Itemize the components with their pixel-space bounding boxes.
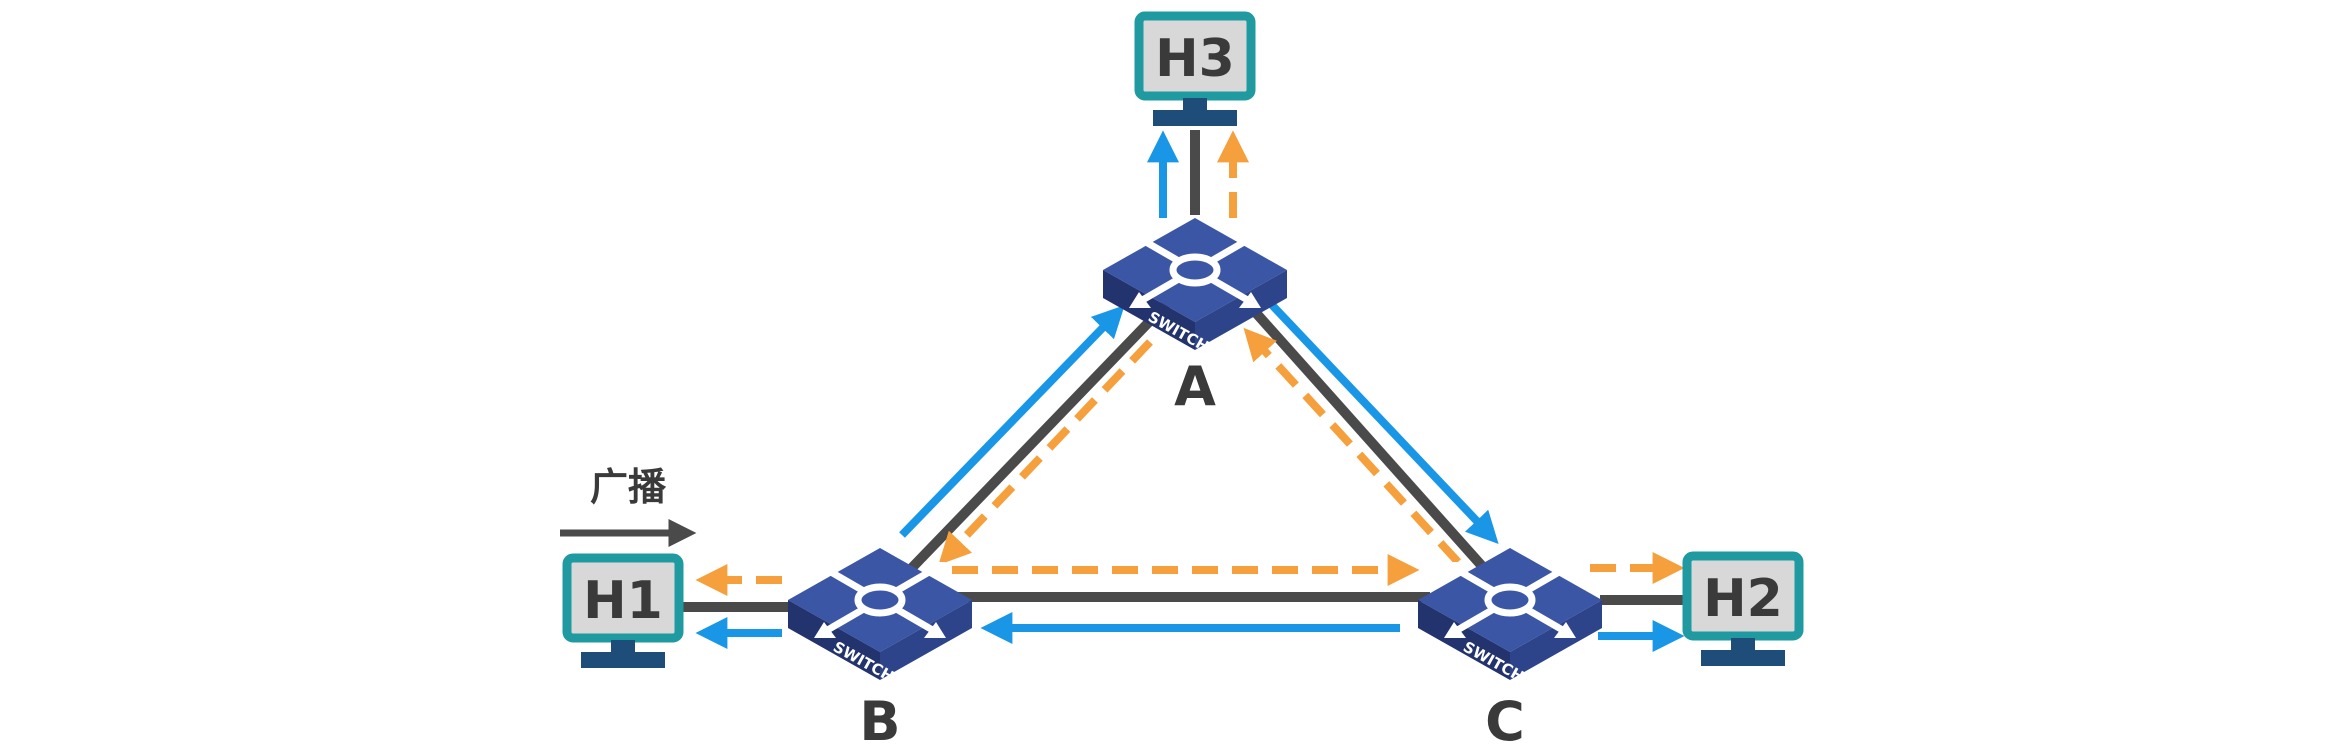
switch-c-label: C: [1485, 690, 1525, 753]
host-h3-label: H3: [1155, 29, 1235, 89]
host-h1[interactable]: H1: [562, 553, 684, 668]
links: [680, 130, 1690, 612]
orange-arrow-c-to-a: [1243, 327, 1461, 565]
broadcast-label: 广播: [590, 465, 667, 509]
switch-b[interactable]: SWITCH: [788, 548, 972, 686]
blue-arrow-b-to-a: [899, 305, 1125, 538]
network-switch-icon: SWITCH: [788, 548, 972, 686]
blue-arrow-a-to-c: [1269, 302, 1499, 544]
host-h2[interactable]: H2: [1682, 551, 1804, 666]
computer-monitor-icon: H1: [562, 553, 684, 668]
host-h2-label: H2: [1703, 569, 1783, 629]
orange-flow-arrows: [695, 130, 1685, 596]
host-h1-label: H1: [583, 571, 663, 631]
host-h3[interactable]: H3: [1134, 11, 1256, 126]
switch-b-label: B: [859, 690, 900, 753]
switch-c[interactable]: SWITCH: [1418, 548, 1602, 686]
orange-arrow-a-to-b: [938, 339, 1153, 565]
link-a-b: [901, 291, 1179, 579]
network-switch-icon: SWITCH: [1418, 548, 1602, 686]
computer-monitor-icon: H2: [1682, 551, 1804, 666]
link-a-c: [1236, 291, 1494, 579]
broadcast-indicator: 广播: [560, 465, 697, 547]
switch-a-label: A: [1174, 355, 1216, 418]
computer-monitor-icon: H3: [1134, 11, 1256, 126]
blue-flow-arrows: [695, 130, 1685, 652]
